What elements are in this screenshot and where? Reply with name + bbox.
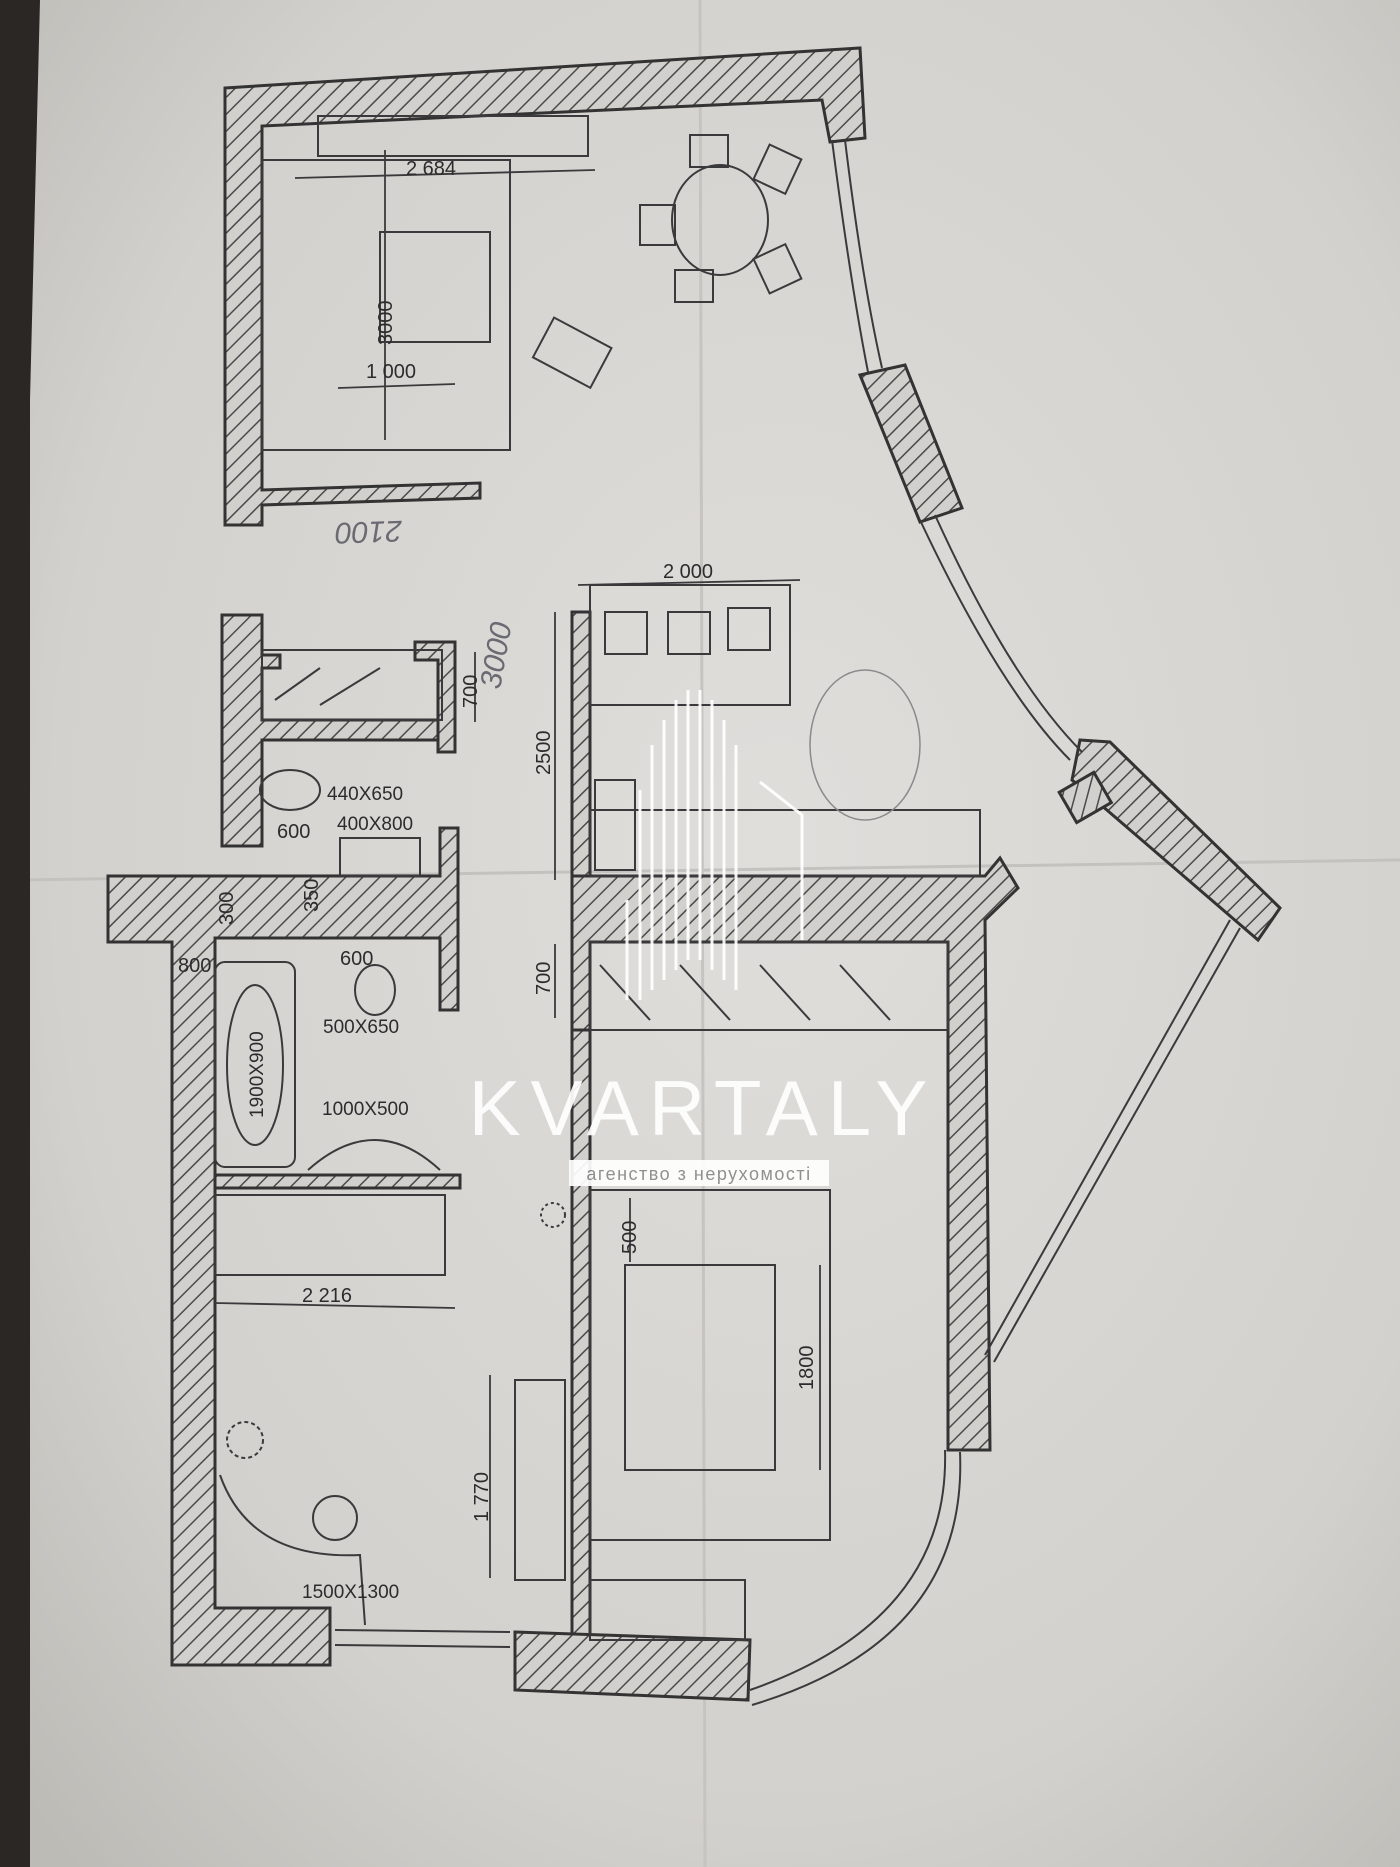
watermark: KVARTALY агенство з нерухомості	[469, 690, 938, 1186]
entry-size-label: 1500X1300	[302, 1582, 399, 1603]
dim-bath-left: 800	[178, 955, 211, 977]
toilet-size-label: 440X650	[327, 784, 403, 805]
item-labels: 440X650 400X800 500X650 1900X900 1000X50…	[247, 784, 413, 1603]
watermark-tagline: агенство з нерухомості	[586, 1164, 811, 1184]
dim-hall-length: 1 770	[471, 1472, 493, 1522]
dim-living-width: 2 684	[406, 158, 456, 180]
handwritten-notes: 2100 3000	[334, 514, 518, 692]
watermark-logo	[625, 690, 804, 1000]
handwritten-2100: 2100	[334, 514, 403, 549]
dim-bath-gap: 300	[216, 892, 238, 925]
dim-kitchen-depth: 2500	[533, 731, 555, 776]
dim-bed-offset: 500	[619, 1221, 641, 1254]
watermark-brand: KVARTALY	[469, 1064, 938, 1152]
windows-and-curves	[334, 139, 1241, 1706]
toilet2-size-label: 500X650	[323, 1017, 399, 1038]
dim-bath-wc: 600	[340, 948, 373, 970]
dim-bed-width: 1800	[796, 1346, 818, 1391]
dim-wc-small: 600	[277, 821, 310, 843]
dim-living-depth: 3000	[375, 301, 397, 346]
furniture	[214, 115, 981, 1641]
dim-living-inner: 1 000	[366, 361, 416, 383]
sink-size-label: 400X800	[337, 814, 413, 835]
dimension-labels: 2 684 3000 1 000 2 000 700 2500 700 600 …	[178, 158, 818, 1522]
basin-size-label: 1000X500	[322, 1099, 409, 1120]
dim-closet-depth: 700	[460, 675, 482, 708]
walls	[106, 46, 1282, 1702]
dim-hall-width: 2 216	[302, 1285, 352, 1307]
dim-wardrobe-depth: 700	[533, 962, 555, 995]
dim-bath-wall: 350	[301, 879, 323, 912]
watermark-tagline-box	[569, 1160, 829, 1186]
dimension-lines	[214, 150, 821, 1578]
bathtub-size-label: 1900X900	[247, 1031, 268, 1118]
dim-kitchen-width: 2 000	[663, 561, 713, 583]
